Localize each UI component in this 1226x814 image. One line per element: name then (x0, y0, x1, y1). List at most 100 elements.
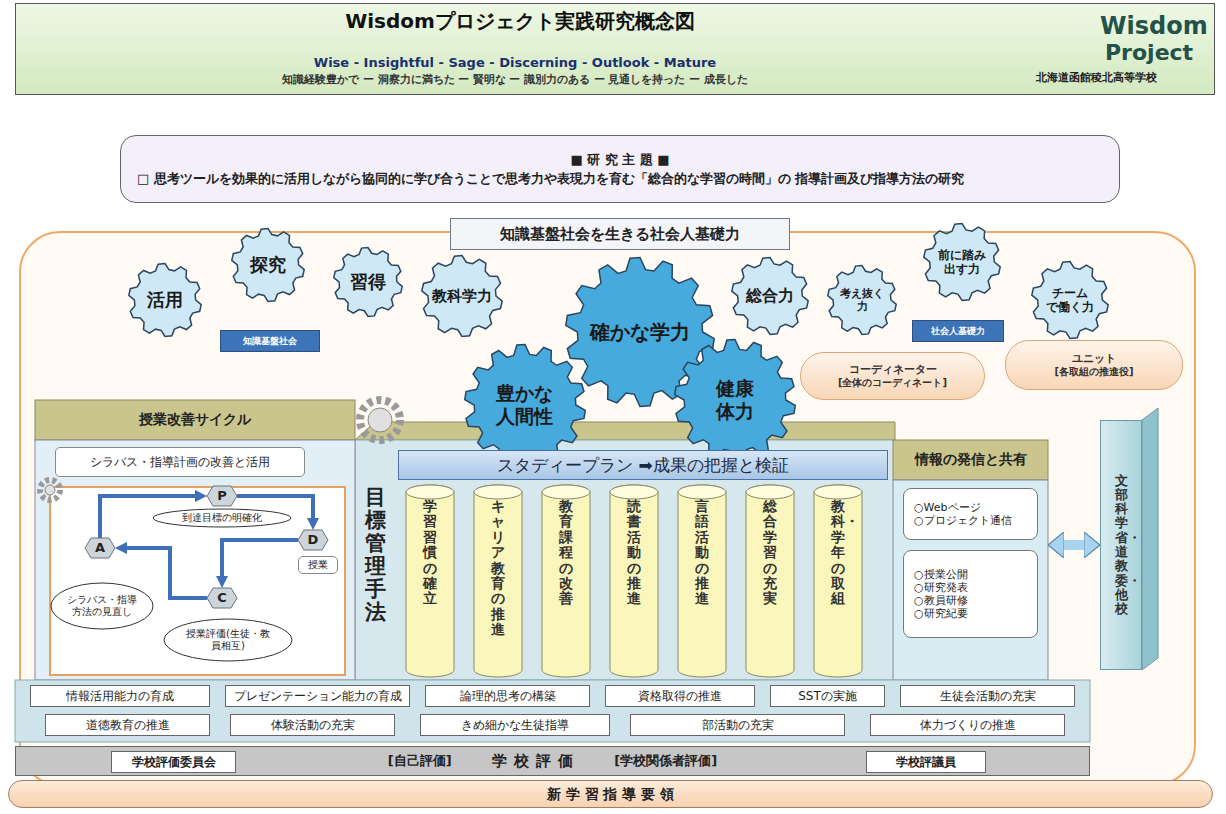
plan-bar: スタディープラン ➡成果の把握と検証 (398, 450, 888, 480)
cycle-hexagon-shape (207, 588, 237, 608)
cycle-hexagon-shape (298, 530, 328, 550)
cycle-panel-text: 授業改善サイクル (139, 411, 251, 428)
platform-top (355, 422, 895, 440)
role-pill: ユニット[各取組の推進役] (1005, 340, 1183, 390)
pillar-column-shape (814, 485, 862, 677)
cycle-hexagon-text: D (308, 532, 319, 548)
cycle-ellipse-text: 授業評価(生徒・教員相互) (186, 628, 271, 652)
pillar-top (678, 485, 726, 499)
theme-box-text: ■ 研 究 主 題 ■ (137, 152, 1103, 168)
gear-circle-shape (129, 264, 201, 337)
pillar-top (814, 485, 862, 499)
pillar-column: 教科・学年の取組 (813, 485, 863, 677)
info-panel: 情報の発信と共有○Webページ○プロジェクト通信○授業公開○研究発表○教員研修○… (893, 440, 1048, 680)
gear-circle: 教科学力 (420, 254, 504, 338)
base-band: 新 学 習 指 導 要 領 (8, 780, 1213, 808)
tag-box-text: 社会人基礎力 (931, 326, 985, 337)
cycle-hexagon: C (207, 588, 237, 608)
region-outline (20, 232, 1195, 785)
gear-circle: 健康 体力 (673, 338, 797, 462)
logo-text: Wisdom (1100, 12, 1208, 40)
activity-box: プレゼンテーション能力の育成 (225, 685, 410, 707)
cycle-box-text: 授業 (308, 559, 328, 571)
gear-circle-text: 前に踏み 出す力 (937, 248, 986, 277)
panel-top (35, 400, 355, 440)
activity-box-text: プレゼンテーション能力の育成 (234, 689, 402, 703)
evaluation-band-text: [学校関係者評価] (614, 753, 717, 769)
box-side (1142, 408, 1158, 670)
role-pill: コーディネーター[全体のコーディネート] (800, 352, 985, 400)
pillar-column: 教育課程の改善 (541, 485, 591, 677)
gear-circle-text: チーム で働く力 (1045, 286, 1094, 315)
plan-bar-text: スタディープラン ➡成果の把握と検証 (497, 455, 789, 475)
gear-circle-shape (422, 256, 502, 337)
activity-box: 道徳教育の推進 (45, 714, 210, 736)
school-name: 北海道函館稜北高等学校 (1036, 70, 1157, 85)
logo-text: Project (1105, 40, 1193, 65)
partner-box: 文部科学省・道教委・他校 (1100, 420, 1142, 670)
gear-circle-shape (675, 340, 796, 461)
cycle-ellipse: 到達目標の明確化 (152, 508, 292, 528)
activity-box-text: きめ細かな生徒指導 (461, 718, 569, 732)
theme-box: ■ 研 究 主 題 ■ □ 思考ツールを効果的に活用しながら協同的に学び合うことで… (120, 135, 1120, 203)
activity-box: 部活動の充実 (630, 714, 845, 736)
platform-front (355, 440, 895, 680)
theme-box-text: □ 思考ツールを効果的に活用しながら協同的に学び合うことで思考力や表現力を育む「… (137, 171, 1103, 187)
cycle-box: 授業 (298, 556, 338, 574)
evaluation-band-text: [自己評価] (388, 753, 452, 769)
cycle-ellipse-text: 到達目標の明確化 (182, 512, 262, 524)
heading-box-text: 知識基盤社会を生きる社会人基礎力 (500, 225, 740, 243)
pillar-column-shape (542, 485, 590, 677)
activity-box-text: 論理的思考の構築 (460, 689, 556, 703)
cycle-ellipse: シラバス・指導方法の見直し (50, 582, 154, 630)
gear-circle-shape (732, 258, 808, 335)
gear-circle-shape (334, 248, 402, 317)
cycle-ellipse-shape (153, 509, 291, 527)
gear-circle-shape (1032, 262, 1108, 339)
role-pill-text: ユニット (1072, 352, 1116, 365)
panel-front (893, 480, 1048, 680)
info-box: ○Webページ○プロジェクト通信 (903, 488, 1038, 540)
activity-box: きめ細かな生徒指導 (420, 714, 610, 736)
gear-circle-text: 豊かな 人間性 (495, 382, 556, 428)
evaluation-band-text: 学 校 評 価 (492, 752, 575, 770)
gear-circle-shape (465, 345, 586, 466)
base-slab (15, 680, 1090, 742)
evaluator-box: 学校評議員 (866, 751, 986, 773)
pillar-column-text: 言語活動の推進 (695, 499, 709, 607)
evaluation-band: [自己評価] 学 校 評 価 [学校関係者評価] 学校評価委員会 学校評議員 (15, 746, 1090, 776)
gear-circle-text: 教科学力 (432, 287, 492, 305)
pillar-column: 言語活動の推進 (677, 485, 727, 677)
method-title: 目標管理手法 (358, 470, 392, 640)
cycle-hexagon-text: P (217, 488, 227, 504)
base-band-text: 新 学 習 指 導 要 領 (547, 786, 674, 803)
pillar-column: 総合学習の充実 (745, 485, 795, 677)
activity-box: SSTの実施 (770, 685, 885, 707)
pillar-top (542, 485, 590, 499)
gear-circle: 習得 (332, 246, 404, 318)
activity-box-text: 道徳教育の推進 (86, 718, 170, 732)
pillar-column-shape (610, 485, 658, 677)
pillar-column: 学習習慣の確立 (405, 485, 455, 677)
plan-box: シラバス・指導計画の改善と活用 (55, 447, 305, 477)
gear-circle-text: 活用 (147, 289, 183, 311)
role-pill-text: [各取組の推進役] (1054, 366, 1133, 378)
cycle-hexagon: P (207, 486, 237, 506)
pillar-top (406, 485, 454, 499)
info-box-text: ○プロジェクト通信 (914, 514, 1012, 527)
gear-circle-shape (828, 266, 896, 335)
activity-box-text: 部活動の充実 (702, 718, 774, 732)
info-box-text: ○教員研修 (914, 594, 968, 607)
pillar-column-text: 読書活動の推進 (627, 499, 641, 607)
evaluator-box: 学校評価委員会 (111, 751, 236, 773)
activity-box-text: 体力づくりの推進 (920, 718, 1016, 732)
header-band-text: Wise - Insightful - Sage - Discerning - … (314, 55, 716, 71)
gear-circle-text: 確かな学力 (590, 320, 690, 344)
pillar-top (746, 485, 794, 499)
gear-circle: チーム で働く力 (1030, 260, 1110, 340)
gear-circle: 前に踏み 出す力 (922, 222, 1002, 302)
gear-circle-text: 総合力 (746, 286, 794, 305)
pillar-column-text: 教科・学年の取組 (831, 499, 845, 607)
